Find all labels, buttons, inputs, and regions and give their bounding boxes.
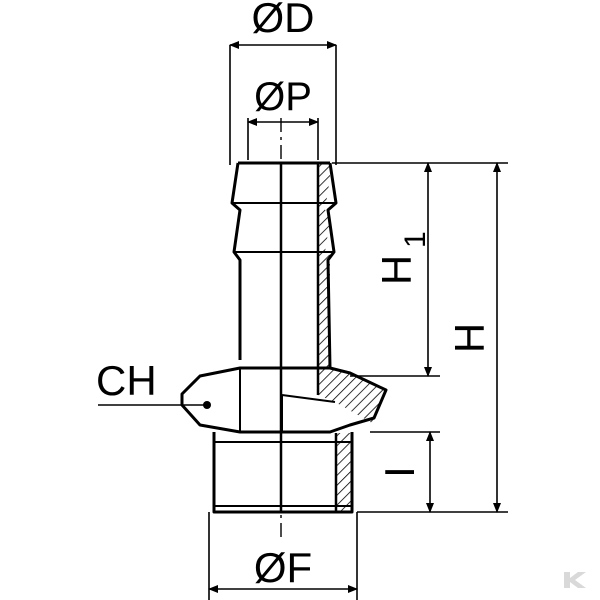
- label-thread-diameter: ØF: [254, 544, 312, 591]
- label-outer-diameter: ØD: [252, 0, 315, 41]
- hex-leader-dot: [203, 401, 211, 409]
- hex-nut: [180, 366, 388, 434]
- label-total-height: H: [446, 323, 493, 353]
- label-thread-length: I: [376, 466, 423, 478]
- thread-body: [212, 432, 354, 514]
- label-barb-height-subscript: 1: [399, 231, 432, 248]
- k-logo-icon: [564, 572, 586, 588]
- dimension-lines: [98, 41, 508, 600]
- barb-profile-right: [326, 162, 338, 369]
- barb-profile-left: [230, 162, 242, 360]
- label-hex-size: CH: [96, 357, 157, 404]
- label-bore-diameter: ØP: [254, 75, 312, 119]
- fitting-outline: [180, 161, 388, 514]
- label-barb-height: H: [373, 255, 420, 285]
- cross-section-hatching: [318, 163, 386, 512]
